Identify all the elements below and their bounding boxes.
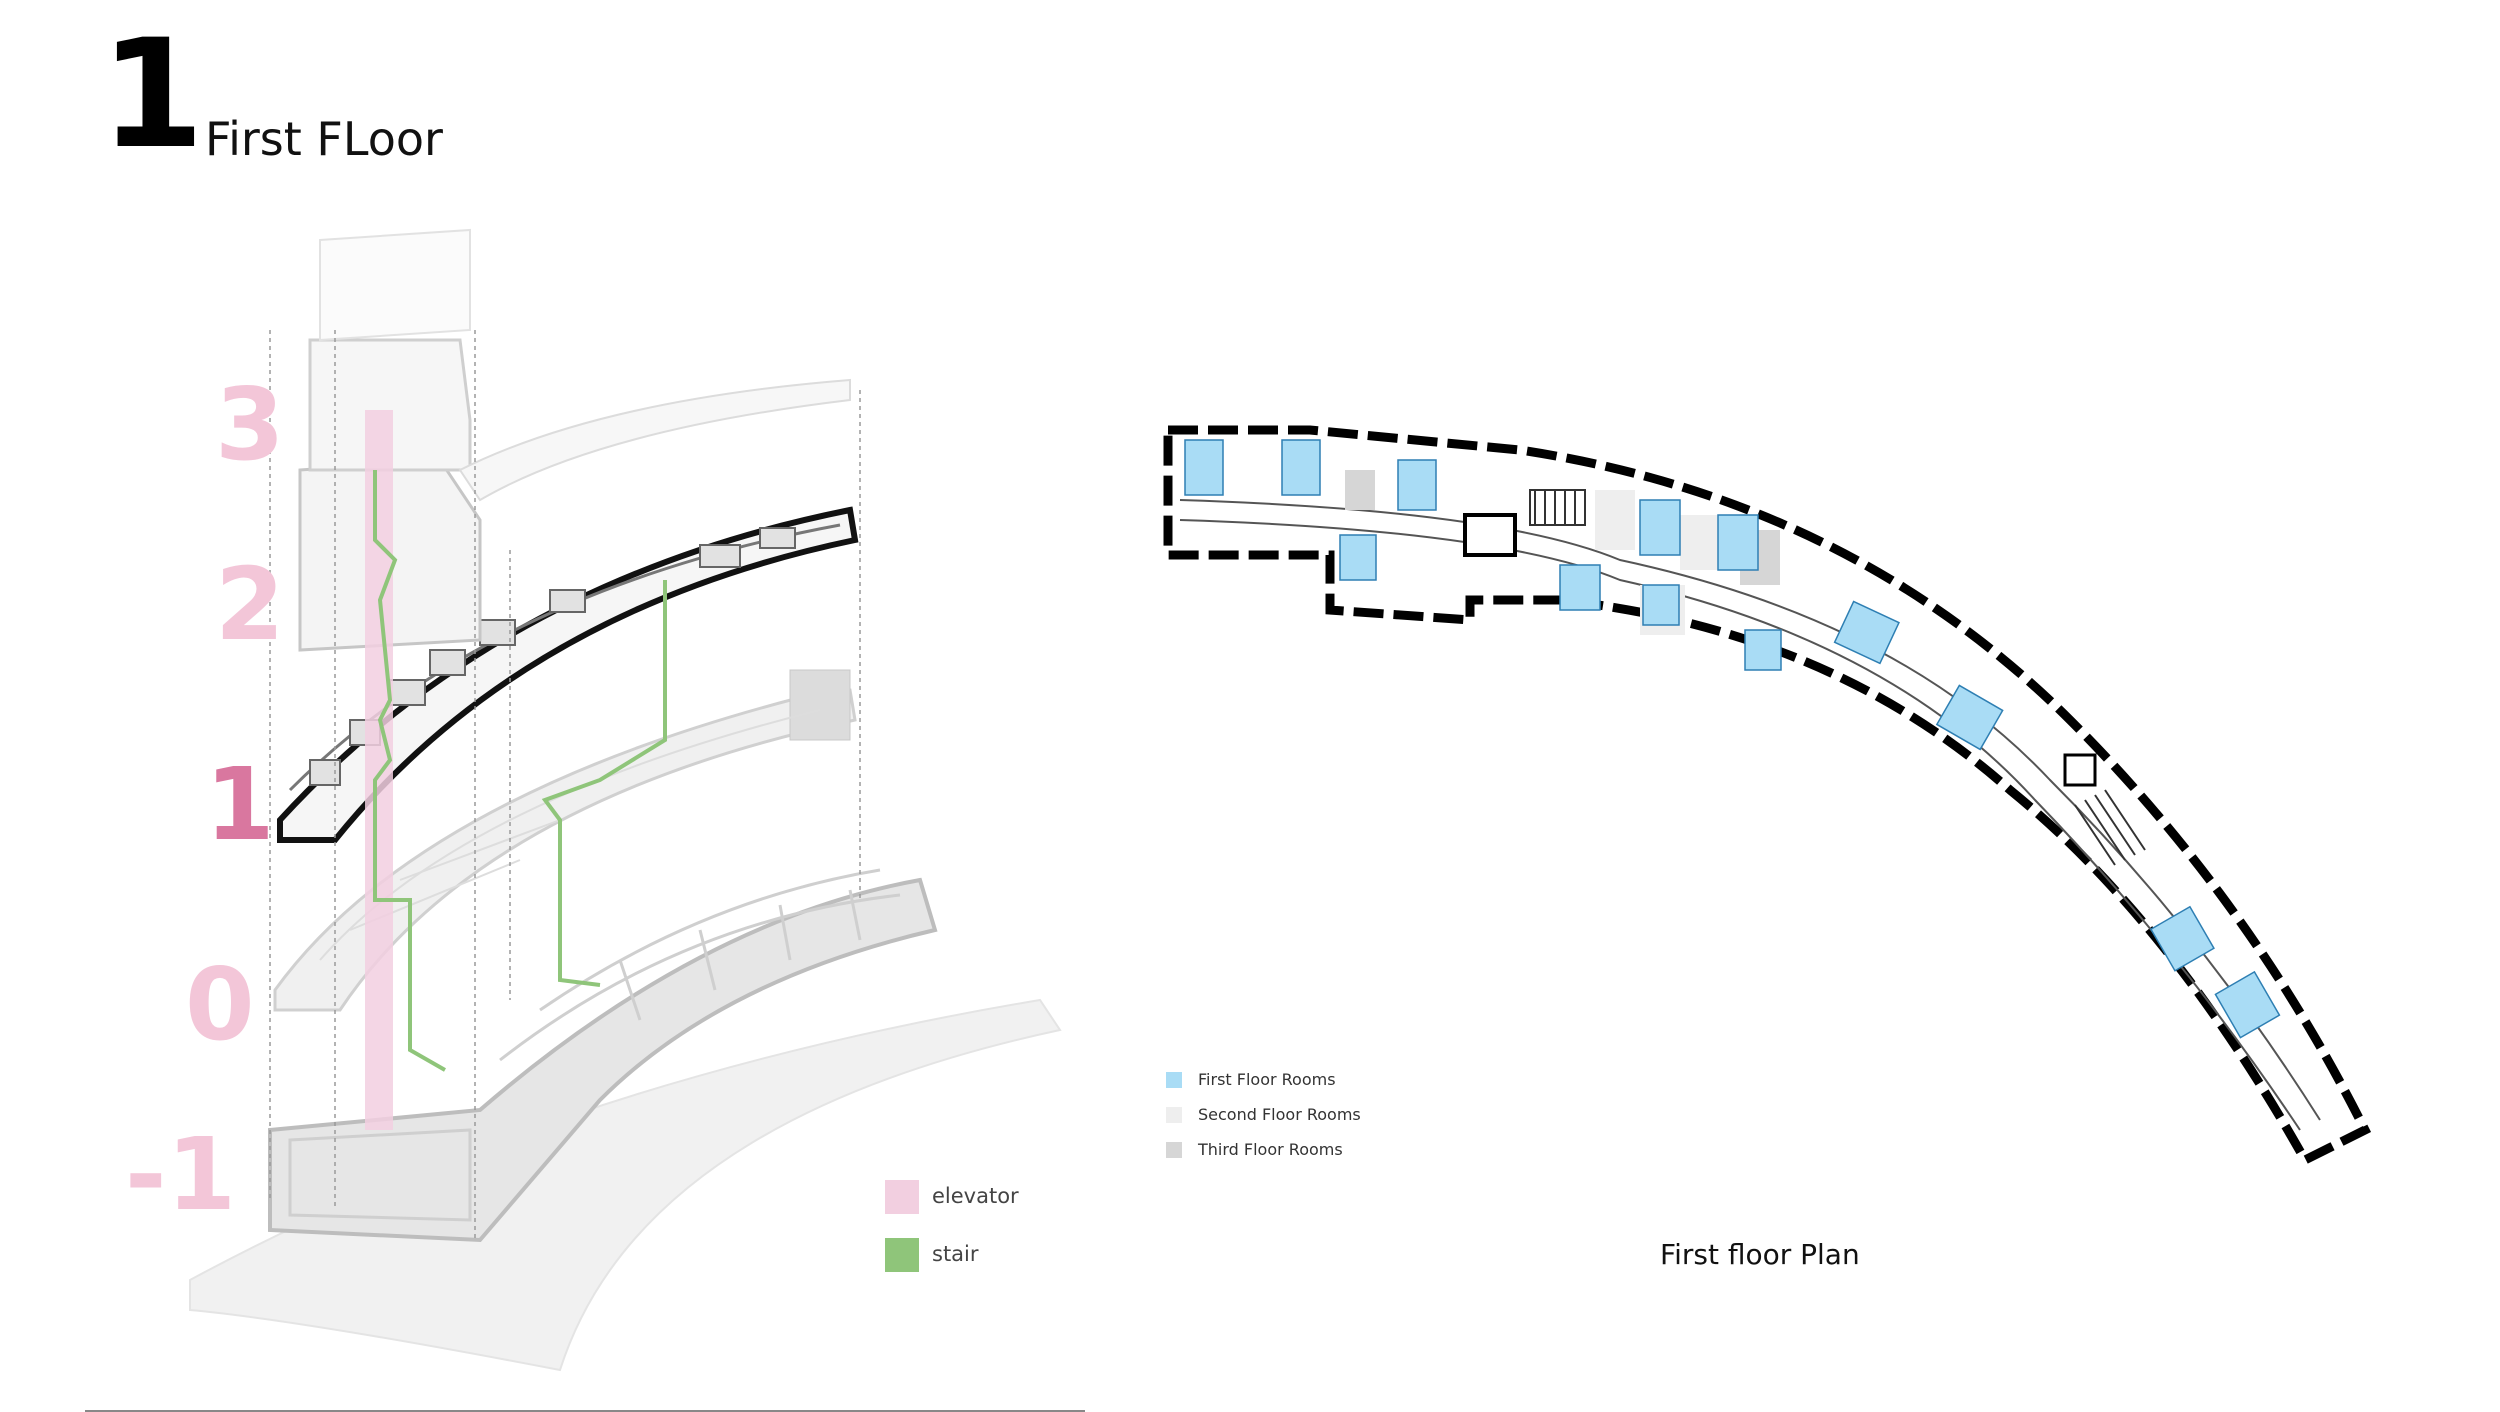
third-floor-rooms-label: Third Floor Rooms (1198, 1140, 1343, 1159)
level-label-2: 2 (215, 546, 285, 663)
level-label-1: 1 (205, 746, 275, 863)
first-floor-rooms-label: First Floor Rooms (1198, 1070, 1336, 1089)
stair-legend-label: stair (932, 1242, 979, 1266)
first-floor-rooms-swatch (1166, 1072, 1182, 1088)
level-label-minus-1: -1 (125, 1116, 237, 1233)
level-2-wing (458, 378, 851, 502)
plan-stairs (1529, 489, 2146, 866)
level-1-volume (277, 506, 859, 843)
title-number: 1 (100, 8, 204, 182)
stair-path (373, 470, 446, 1072)
plan-outer-wall (1163, 425, 2372, 1166)
plan-elevator-core (1463, 513, 1517, 557)
basement-volume (268, 877, 938, 1243)
plan-third-floor-rooms (1345, 470, 1780, 585)
elevator-swatch (885, 1180, 919, 1214)
second-floor-rooms-label: Second Floor Rooms (1198, 1105, 1361, 1124)
stair-swatch (885, 1238, 919, 1272)
guide-lines (269, 330, 861, 1240)
second-floor-rooms-swatch (1166, 1107, 1182, 1123)
level-label-3: 3 (215, 366, 285, 483)
level-label-0: 0 (185, 946, 255, 1063)
elevator-legend-label: elevator (932, 1184, 1019, 1208)
level-3-volume (308, 338, 472, 472)
level-0-block (789, 669, 851, 741)
third-floor-rooms-swatch (1166, 1142, 1182, 1158)
plan-first-floor-rooms (1184, 439, 2281, 1039)
plan-shaft (2063, 753, 2097, 787)
plan-caption: First floor Plan (1660, 1238, 1860, 1271)
page-title: First FLoor (205, 112, 443, 166)
roof-volume (319, 228, 471, 342)
stair-path-2 (541, 580, 667, 987)
elevator-shaft (365, 410, 393, 1130)
